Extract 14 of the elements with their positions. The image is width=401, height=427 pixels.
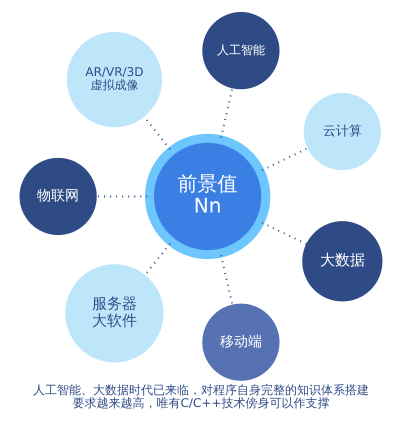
node-circle: 服务器大软件 — [64, 264, 164, 362]
node-circle: 大数据 — [302, 221, 382, 302]
node-circle: 移动端 — [202, 304, 280, 381]
node-circle: 人工智能 — [202, 12, 280, 90]
connector — [220, 88, 233, 138]
node-circle: 物联网 — [19, 158, 96, 236]
node-circle: AR/VR/3D 虚拟成像 — [66, 32, 162, 128]
node-circle: 前景值 Nn — [144, 134, 270, 260]
connector — [261, 222, 306, 245]
connector — [220, 255, 233, 306]
connector — [261, 147, 308, 172]
node-circle: 云计算 — [303, 92, 380, 170]
connector — [143, 243, 170, 276]
caption: 人工智能、大数据时代已来临，对程序自身完整的知识体系搭建要求越来越高，唯有C/C++技术傍身可以作支撑 — [32, 382, 368, 410]
